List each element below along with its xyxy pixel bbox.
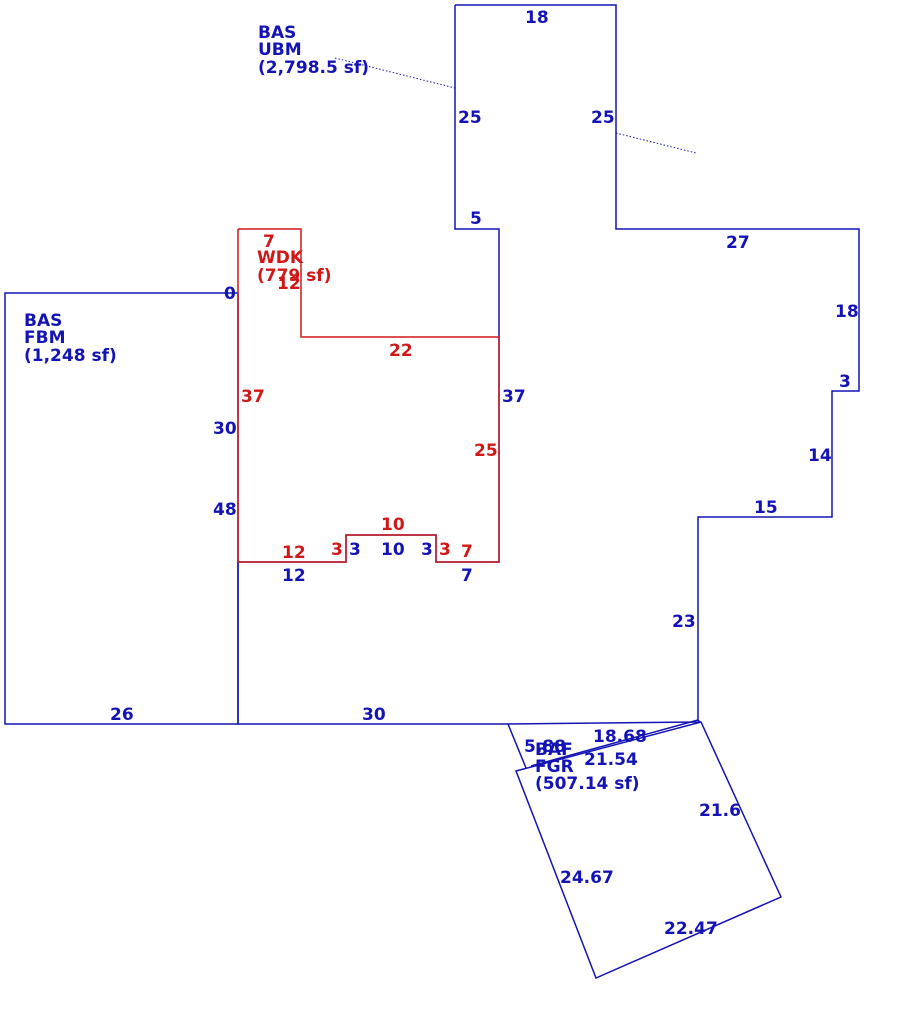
dim-label: 25 xyxy=(474,441,498,461)
dim-label: 7 xyxy=(263,232,275,252)
fgr-connector-2 xyxy=(530,719,699,767)
ubm-outline xyxy=(237,4,860,725)
dim-label: 3 xyxy=(439,540,451,560)
dim-label: 26 xyxy=(110,705,134,725)
dim-label: 18 xyxy=(525,8,549,28)
fgr-connector xyxy=(507,723,527,769)
dim-label: 18 xyxy=(835,302,859,322)
fbm-subcode: FBM xyxy=(24,328,66,348)
fbm-code: BAS xyxy=(24,311,62,331)
dim-label: 25 xyxy=(591,108,615,128)
ubm-size: (2,798.5 sf) xyxy=(258,58,369,78)
dim-label: 24.67 xyxy=(560,868,614,888)
fgr-code: BAF xyxy=(535,740,573,760)
ubm-code: BAS xyxy=(258,23,296,43)
dim-label: 12 xyxy=(282,566,306,586)
fgr-size: (507.14 sf) xyxy=(535,774,640,794)
wdk-size: (779 sf) xyxy=(257,266,331,286)
dim-label: 3 xyxy=(421,540,433,560)
dim-label: 3 xyxy=(349,540,361,560)
fgr-subcode: FGR xyxy=(535,757,574,777)
ubm-subcode: UBM xyxy=(258,40,302,60)
dim-label: 25 xyxy=(458,108,482,128)
dim-label: 37 xyxy=(502,387,526,407)
dim-label: 30 xyxy=(213,419,237,439)
dim-label: 3 xyxy=(331,540,343,560)
fbm-outline xyxy=(4,292,239,725)
dim-label: 27 xyxy=(726,233,750,253)
dim-label: 5 xyxy=(470,209,482,229)
dim-label: 21.54 xyxy=(584,750,638,770)
dim-label: 18.68 xyxy=(593,727,647,747)
dim-label: 23 xyxy=(672,612,696,632)
dim-label: 14 xyxy=(808,446,832,466)
dim-label: 48 xyxy=(213,500,237,520)
dim-label: 10 xyxy=(381,540,405,560)
dim-label: 3 xyxy=(839,372,851,392)
dim-label: 7 xyxy=(461,566,473,586)
wdk-outline xyxy=(237,228,500,563)
dim-label: 15 xyxy=(754,498,778,518)
dim-label: 21.6 xyxy=(699,801,741,821)
dim-label: 22.47 xyxy=(664,919,718,939)
dim-label: 12 xyxy=(282,543,306,563)
leader-line-right xyxy=(615,132,697,154)
dim-label: 7 xyxy=(461,542,473,562)
wdk-code: WDK xyxy=(257,248,304,268)
dim-label: 0 xyxy=(224,284,236,304)
fgr-outline xyxy=(514,721,782,980)
dim-label: 30 xyxy=(362,705,386,725)
fbm-size: (1,248 sf) xyxy=(24,346,117,366)
dim-label: 37 xyxy=(241,387,265,407)
dim-label: 22 xyxy=(389,341,413,361)
dim-label: 10 xyxy=(381,515,405,535)
dim-label: 5.88 xyxy=(524,737,566,757)
dim-label: 12 xyxy=(277,274,301,294)
